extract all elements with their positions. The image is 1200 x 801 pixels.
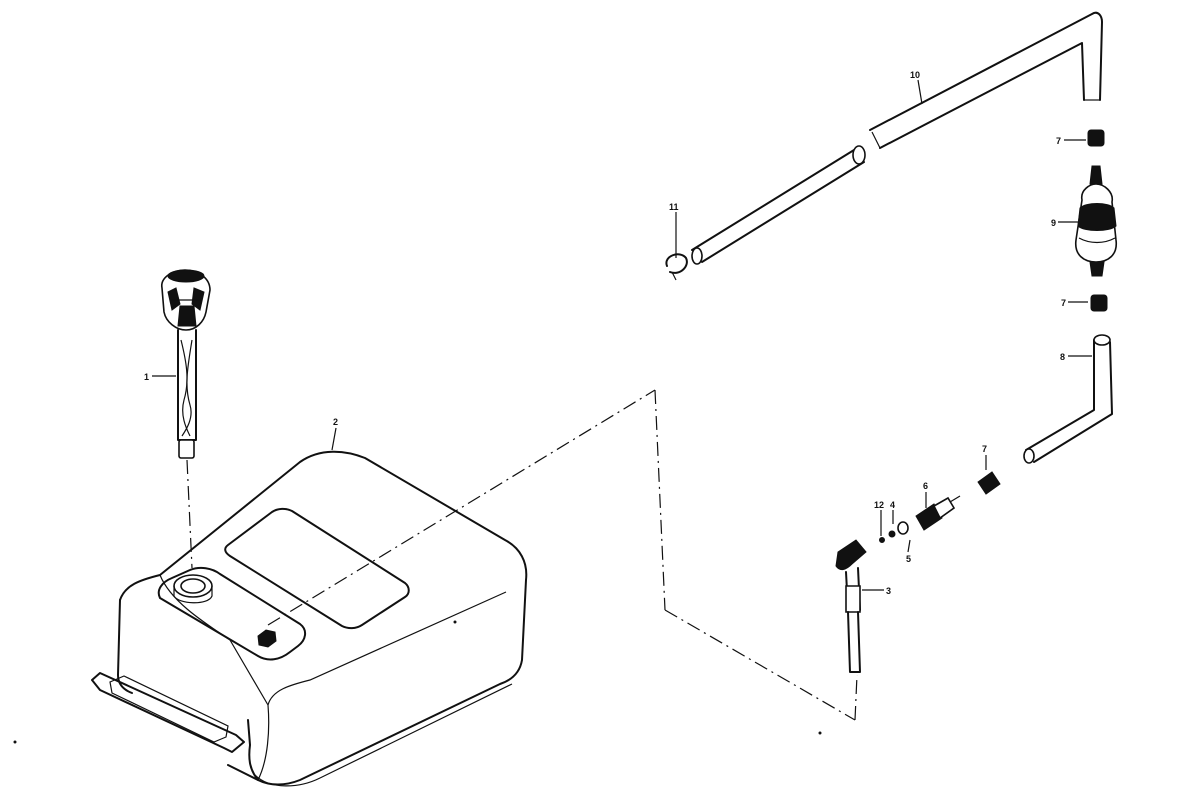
callout-4: 4 — [890, 500, 895, 510]
scan-specks — [13, 620, 822, 744]
callout-7-lower: 7 — [982, 444, 987, 454]
callout-12: 12 — [874, 500, 884, 510]
gauge-alignment-line — [186, 459, 193, 569]
callout-2: 2 — [333, 417, 338, 427]
callout-5: 5 — [906, 554, 911, 564]
callout-1: 1 — [144, 372, 149, 382]
fuel-gauge — [161, 269, 211, 459]
hose-clamp — [665, 253, 688, 281]
assembly-lines — [267, 389, 858, 721]
washer — [888, 530, 896, 538]
callout-3: 3 — [886, 586, 891, 596]
hose-clamp-upper — [1087, 129, 1105, 147]
o-ring — [897, 521, 909, 535]
primer-bulb — [1074, 165, 1118, 277]
callout-labels: 1 2 3 4 5 6 7 7 7 8 9 10 11 12 — [144, 70, 1066, 596]
callout-7-top: 7 — [1056, 136, 1061, 146]
callout-10: 10 — [910, 70, 920, 80]
fuel-hose-short — [1023, 334, 1113, 464]
fuel-tank — [91, 450, 528, 787]
hose-clamp-middle — [1090, 294, 1108, 312]
callout-6: 6 — [923, 481, 928, 491]
callout-8: 8 — [1060, 352, 1065, 362]
callout-9: 9 — [1051, 218, 1056, 228]
callout-7-middle: 7 — [1061, 298, 1066, 308]
pickup-elbow — [835, 539, 867, 673]
connector — [915, 495, 961, 531]
retaining-ring — [879, 537, 885, 543]
leader-lines — [152, 79, 1092, 591]
callout-11: 11 — [669, 202, 679, 212]
fuel-hose-long — [691, 11, 1103, 265]
hose-clamp-lower — [977, 471, 1001, 495]
